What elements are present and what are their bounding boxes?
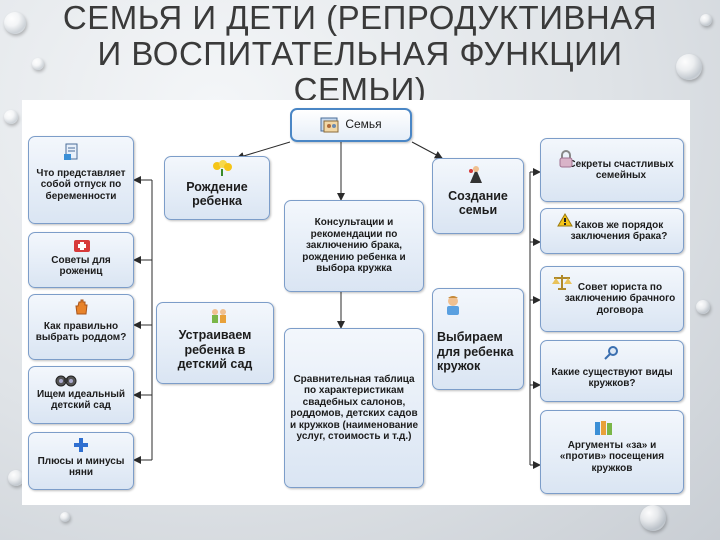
kid-icon (443, 295, 463, 317)
water-drop-decoration (4, 110, 18, 124)
water-drop-decoration (676, 54, 702, 80)
magnifier-icon (603, 345, 621, 361)
branch-choose-club[interactable]: Выбираем для ребенка кружок (432, 288, 524, 390)
diagram-panel: Семья Что представляет собой отпуск по б… (22, 100, 690, 505)
water-drop-decoration (4, 12, 26, 34)
box-label: Совет юриста по заключению брачного дого… (564, 281, 676, 316)
water-drop-decoration (696, 300, 710, 314)
box-label: Какие существуют виды кружков? (551, 366, 673, 390)
left-box-maternity-leave[interactable]: Что представляет собой отпуск по беремен… (28, 136, 134, 224)
cross-icon (73, 437, 89, 453)
box-label: Плюсы и минусы няни (37, 455, 125, 479)
box-label: Выбираем для ребенка кружок (437, 330, 514, 374)
root-label: Семья (345, 117, 382, 132)
branch-create-family[interactable]: Создание семьи (432, 158, 524, 234)
box-label: Ищем идеальный детский сад (36, 388, 126, 412)
document-icon (63, 142, 81, 162)
right-box-club-types[interactable]: Какие существуют виды кружков? (540, 340, 684, 402)
hand-icon (73, 298, 89, 316)
water-drop-decoration (60, 512, 70, 522)
first-aid-kit-icon (73, 237, 91, 253)
water-drop-decoration (8, 470, 24, 486)
box-label: Советы для рожениц (51, 254, 111, 278)
box-label: Что представляет собой отпуск по беремен… (36, 167, 126, 202)
box-label: Сравнительная таблица по характеристикам… (289, 373, 419, 443)
box-label: Как правильно выбрать роддом? (35, 320, 127, 344)
box-label: Каков же порядок заключения брака? (570, 219, 668, 243)
family-photo-icon (320, 116, 340, 134)
children-icon (209, 307, 229, 325)
books-icon (593, 419, 615, 437)
water-drop-decoration (640, 505, 666, 531)
root-node[interactable]: Семья (290, 108, 412, 142)
box-label: Аргументы «за» и «против» посещения круж… (559, 439, 665, 474)
right-box-marriage-procedure[interactable]: Каков же порядок заключения брака? (540, 208, 684, 254)
page-title: СЕМЬЯ И ДЕТИ (РЕПРОДУКТИВНАЯ И ВОСПИТАТЕ… (0, 0, 720, 100)
branch-kindergarten[interactable]: Устраиваем ребенка в детский сад (156, 302, 274, 384)
title-line: И ВОСПИТАТЕЛЬНАЯ ФУНКЦИИ (97, 35, 623, 72)
title-line: СЕМЬИ) (293, 71, 427, 101)
binoculars-icon (55, 373, 77, 387)
right-box-prenuptial-advice[interactable]: Совет юриста по заключению брачного дого… (540, 266, 684, 332)
lock-icon (557, 149, 575, 169)
box-label: Рождение ребенка (186, 179, 248, 208)
left-box-nanny[interactable]: Плюсы и минусы няни (28, 432, 134, 490)
box-label: Консультации и рекомендации по заключени… (302, 217, 406, 275)
box-label: Устраиваем ребенка в детский сад (177, 328, 253, 372)
scales-icon (551, 273, 573, 291)
flowers-icon (211, 159, 233, 177)
right-box-club-pros-cons[interactable]: Аргументы «за» и «против» посещения круж… (540, 410, 684, 494)
right-box-family-secrets[interactable]: Секреты счастливых семейных (540, 138, 684, 202)
branch-comparison-table[interactable]: Сравнительная таблица по характеристикам… (284, 328, 424, 488)
title-line: СЕМЬЯ И ДЕТИ (РЕПРОДУКТИВНАЯ (62, 0, 658, 36)
water-drop-decoration (32, 58, 44, 70)
left-box-choose-hospital[interactable]: Как правильно выбрать роддом? (28, 294, 134, 360)
wedding-icon (467, 165, 485, 185)
box-label: Создание семьи (448, 188, 508, 217)
left-box-birth-tips[interactable]: Советы для рожениц (28, 232, 134, 288)
connector-lines (133, 141, 541, 469)
warning-icon (557, 213, 573, 227)
left-box-kindergarten-search[interactable]: Ищем идеальный детский сад (28, 366, 134, 424)
branch-consultations[interactable]: Консультации и рекомендации по заключени… (284, 200, 424, 292)
box-label: Секреты счастливых семейных (568, 158, 674, 182)
branch-birth[interactable]: Рождение ребенка (164, 156, 270, 220)
water-drop-decoration (700, 14, 712, 26)
